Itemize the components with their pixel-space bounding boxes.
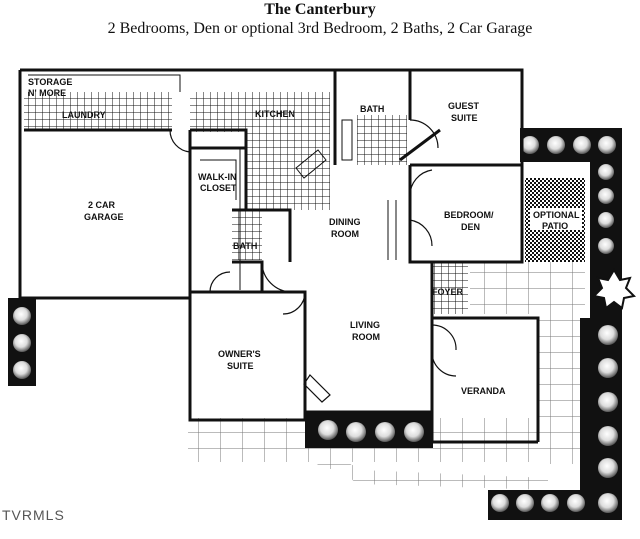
watermark: TVRMLS [2, 507, 65, 523]
label-walkin-line1: WALK-IN [198, 172, 237, 182]
label-patio-line1: OPTIONAL [533, 210, 580, 220]
walkway-curve [188, 439, 548, 490]
planting-bed-right [488, 128, 622, 520]
label-bedroom-line2: DEN [461, 222, 480, 232]
label-storage-line2: N' MORE [28, 88, 66, 98]
label-walkin-line2: CLOSET [200, 183, 237, 193]
door-swings [169, 119, 457, 403]
label-bath-mid: BATH [233, 241, 257, 251]
plan-title: The Canterbury [264, 1, 376, 18]
label-patio-line2: PATIO [542, 221, 568, 231]
label-veranda: VERANDA [461, 386, 506, 396]
label-garage-line2: GARAGE [84, 212, 124, 222]
shrubs [13, 136, 637, 513]
label-laundry: LAUNDRY [62, 110, 106, 120]
thin-lines [28, 74, 397, 290]
label-garage-line1: 2 CAR [88, 200, 116, 210]
kitchen-floor [190, 92, 330, 132]
label-kitchen: KITCHEN [255, 109, 295, 119]
label-owners-line2: SUITE [227, 361, 254, 371]
bath-mid-floor [232, 210, 262, 260]
label-storage-line1: STORAGE [28, 77, 72, 87]
laundry-floor [24, 92, 172, 130]
plan-subtitle: 2 Bedrooms, Den or optional 3rd Bedroom,… [107, 20, 533, 37]
label-guest-line1: GUEST [448, 101, 480, 111]
label-dining-line2: ROOM [331, 229, 359, 239]
bath-top-floor [357, 115, 407, 165]
label-guest-line2: SUITE [451, 113, 478, 123]
patio-paving [470, 262, 585, 314]
label-living-line1: LIVING [350, 320, 380, 330]
label-bedroom-line1: BEDROOM/ [444, 210, 494, 220]
label-owners-line1: OWNER'S [218, 349, 261, 359]
kitchen-floor-lower [246, 132, 330, 210]
label-foyer: FOYER [432, 287, 464, 297]
foyer-floor [432, 262, 468, 314]
label-living-line2: ROOM [352, 332, 380, 342]
label-dining-line1: DINING [329, 217, 361, 227]
label-bath-top: BATH [360, 104, 384, 114]
